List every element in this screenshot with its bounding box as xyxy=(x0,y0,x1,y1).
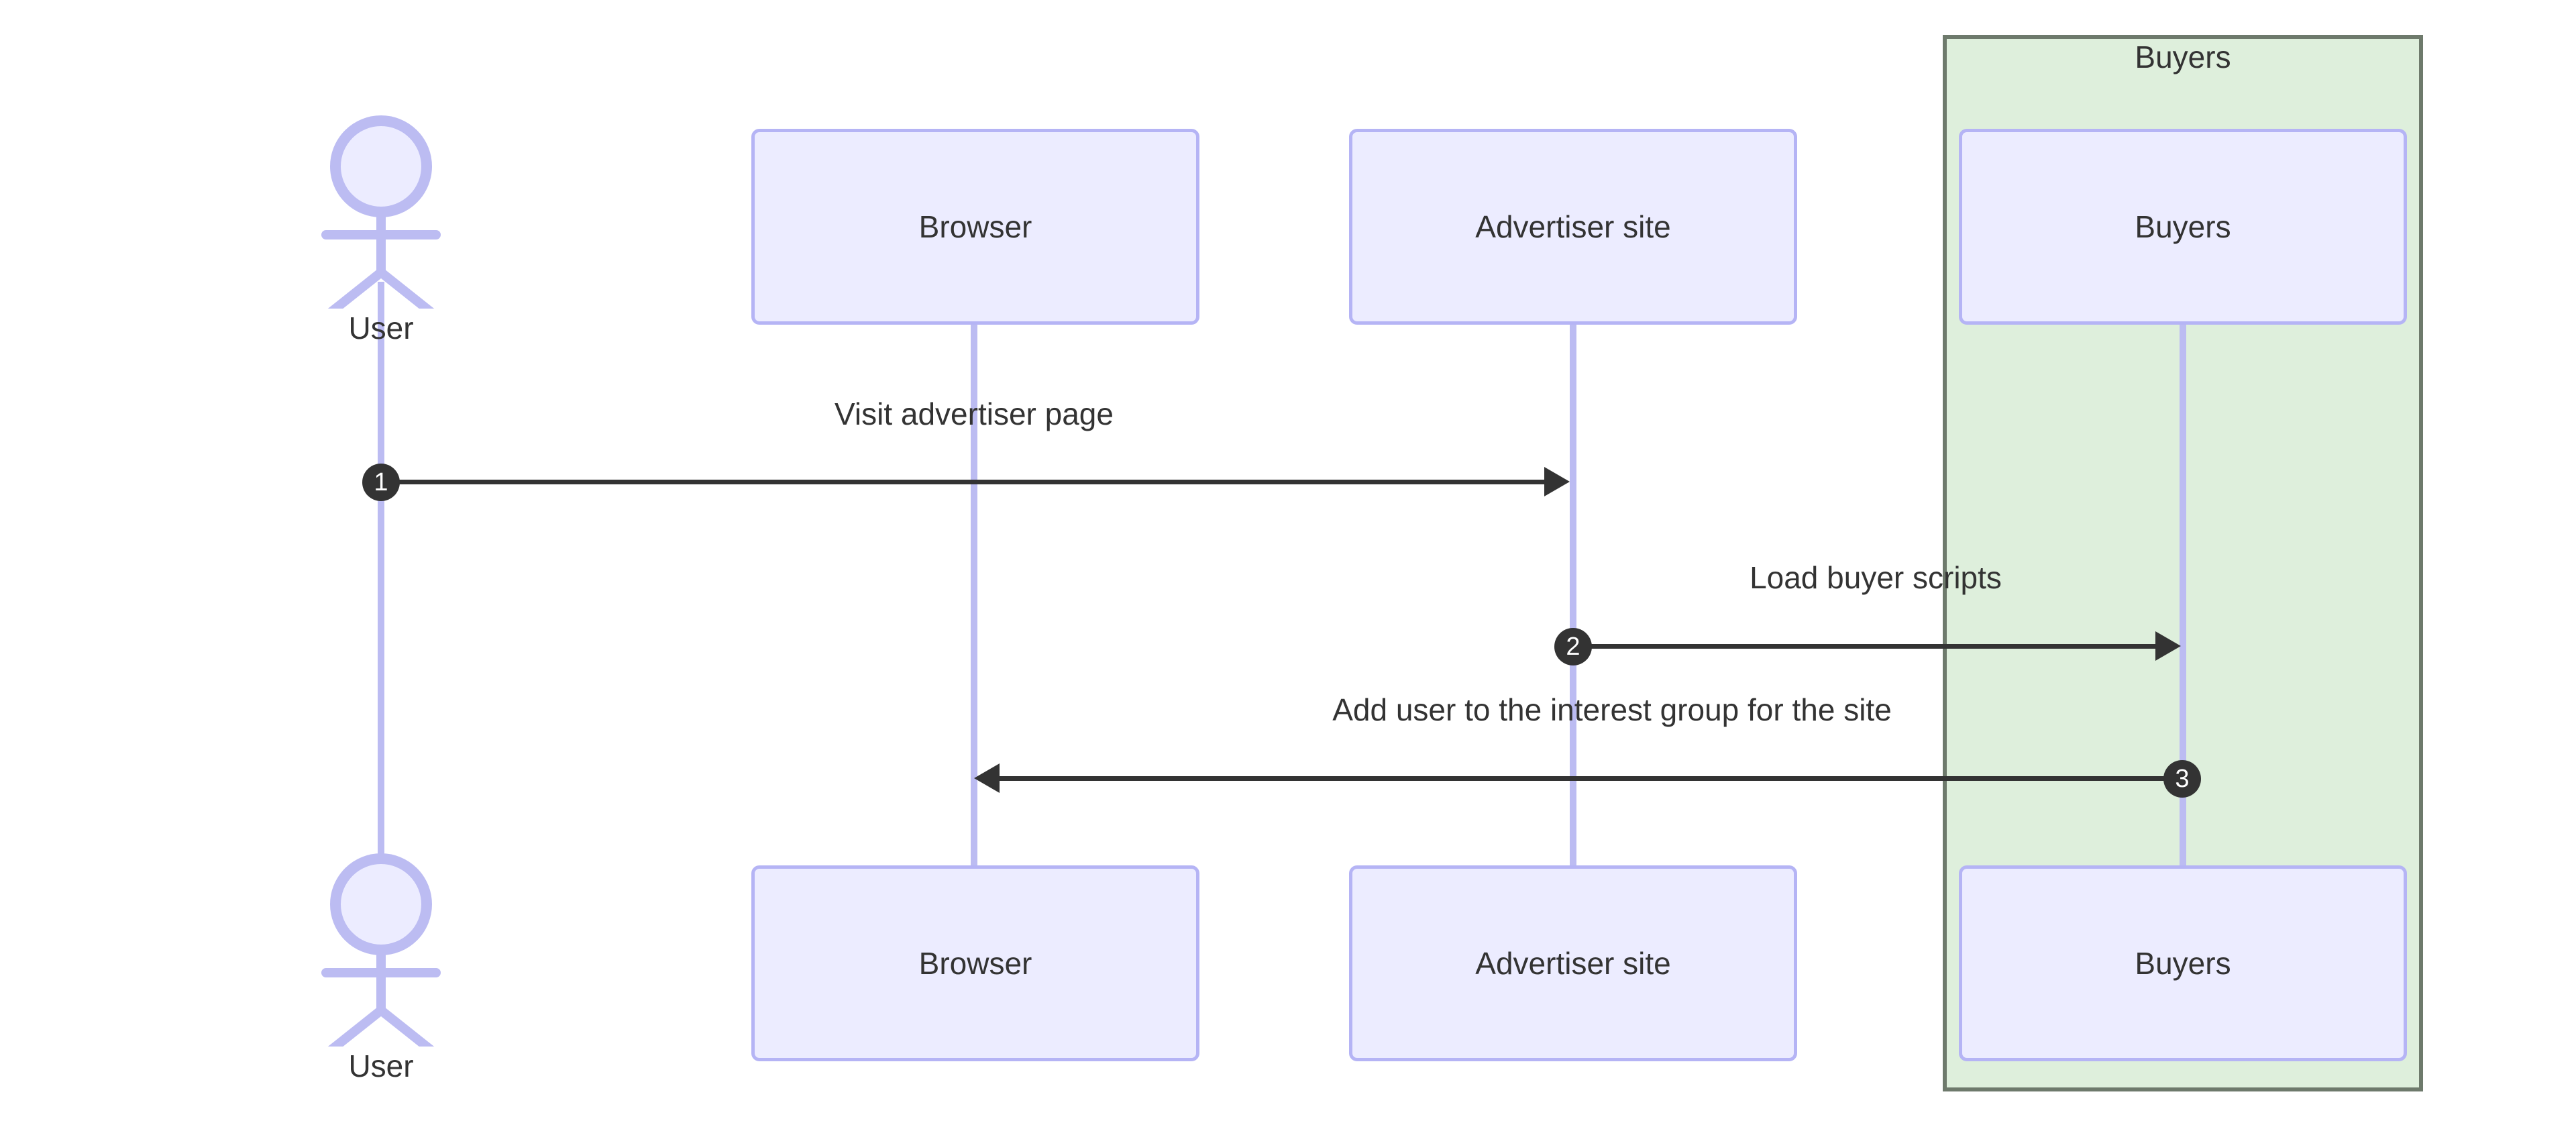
lifeline-advertiser-site xyxy=(1570,322,1576,865)
message-1-arrowhead-icon xyxy=(1544,467,1570,496)
actor-user-top-label: User xyxy=(348,311,414,345)
participant-box-advertiser-site-top[interactable]: Advertiser site xyxy=(1349,129,1797,325)
participant-box-browser-top[interactable]: Browser xyxy=(751,129,1199,325)
lifeline-user xyxy=(378,282,384,1006)
participant-box-browser-bottom[interactable]: Browser xyxy=(751,865,1199,1061)
message-2-label: Load buyer scripts xyxy=(1750,560,2002,595)
message-3-line xyxy=(1000,776,2182,781)
message-1-line xyxy=(381,480,1547,484)
participant-label-browser: Browser xyxy=(918,209,1032,244)
lifeline-browser xyxy=(971,322,977,865)
stick-figure-actor-icon xyxy=(321,115,441,319)
participant-label-advertiser-site: Advertiser site xyxy=(1475,209,1671,244)
message-1-sequence-number: 1 xyxy=(362,464,400,501)
participant-label-browser-bottom: Browser xyxy=(918,946,1032,981)
message-1-label: Visit advertiser page xyxy=(835,396,1114,431)
participant-box-buyers-bottom[interactable]: Buyers xyxy=(1959,865,2407,1061)
message-3-arrowhead-icon xyxy=(974,763,1000,793)
message-2-sequence-number: 2 xyxy=(1554,628,1592,665)
message-3-label: Add user to the interest group for the s… xyxy=(1332,692,1892,727)
participant-label-buyers: Buyers xyxy=(2135,209,2231,244)
actor-user-bottom-label: User xyxy=(348,1049,414,1083)
participant-label-advertiser-site-bottom: Advertiser site xyxy=(1475,946,1671,981)
lifeline-buyers xyxy=(2180,322,2186,865)
participant-box-advertiser-site-bottom[interactable]: Advertiser site xyxy=(1349,865,1797,1061)
actor-user-bottom xyxy=(294,839,468,1057)
message-2-arrowhead-icon xyxy=(2155,631,2181,661)
message-2-line xyxy=(1573,644,2158,649)
message-3-sequence-number: 3 xyxy=(2163,760,2201,798)
participant-box-buyers-top[interactable]: Buyers xyxy=(1959,129,2407,325)
participant-label-buyers-bottom: Buyers xyxy=(2135,946,2231,981)
group-box-label: Buyers xyxy=(2135,40,2231,74)
actor-user-top xyxy=(294,101,468,319)
stick-figure-actor-icon xyxy=(321,853,441,1057)
